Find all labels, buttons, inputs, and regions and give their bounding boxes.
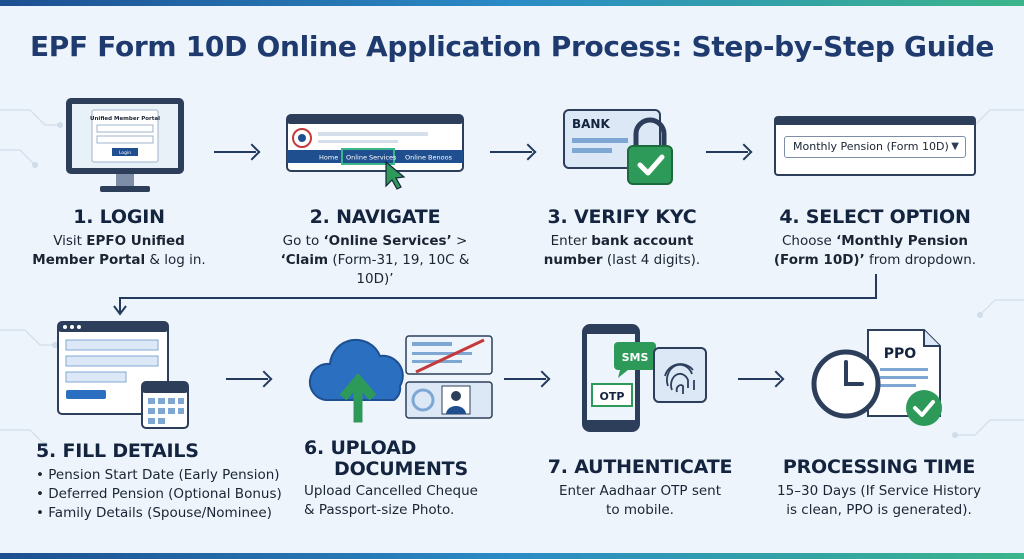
bank-label: BANK bbox=[572, 117, 610, 131]
portal-screen-title: Unified Member Portal bbox=[90, 116, 160, 122]
list-item: Family Details (Spouse/Nominee) bbox=[36, 504, 286, 523]
flow-arrow-5-6 bbox=[226, 378, 268, 380]
form-type-dropdown[interactable]: Monthly Pension (Form 10D) ▼ bbox=[784, 136, 966, 158]
cloud-upload-documents-icon bbox=[308, 335, 493, 423]
step-description: Choose ‘Monthly Pension(Form 10D)’ from … bbox=[773, 233, 977, 268]
bottom-gradient-bar bbox=[0, 553, 1024, 559]
flow-arrow-1-2 bbox=[214, 151, 256, 153]
ppo-label: PPO bbox=[884, 346, 917, 362]
browser-navigation-icon: Home Online Services Online Benoos bbox=[286, 114, 464, 190]
portal-login-button-text: Login bbox=[119, 150, 131, 156]
flow-arrow-2-3 bbox=[490, 151, 532, 153]
top-gradient-bar bbox=[0, 0, 1024, 6]
step-heading: 4. SELECT OPTION bbox=[779, 206, 971, 228]
step-heading: 7. AUTHENTICATE bbox=[547, 456, 733, 478]
nav-benefits-text: Online Benoos bbox=[405, 154, 453, 162]
phone-otp-fingerprint-icon: SMS OTP bbox=[582, 324, 707, 432]
step-navigate: 2. NAVIGATE Go to ‘Online Services’ >‘Cl… bbox=[260, 206, 490, 289]
flow-arrow-6-7 bbox=[504, 378, 546, 380]
clock-ppo-document-icon: PPO bbox=[811, 329, 942, 426]
row-connector-arrow bbox=[113, 274, 877, 316]
step-select-option: 4. SELECT OPTION Choose ‘Monthly Pension… bbox=[766, 206, 984, 270]
step-heading: 3. VERIFY KYC bbox=[547, 206, 697, 228]
detail-bullet-list: Pension Start Date (Early Pension) Defer… bbox=[36, 466, 286, 523]
step-processing-time: PROCESSING TIME 15–30 Days (If Service H… bbox=[768, 456, 990, 520]
list-item: Deferred Pension (Optional Bonus) bbox=[36, 485, 286, 504]
nav-online-services-text: Online Services bbox=[346, 154, 397, 162]
step-description: Go to ‘Online Services’ >‘Claim (Form-31… bbox=[280, 233, 470, 287]
nav-home-text: Home bbox=[319, 154, 338, 162]
flow-arrow-3-4 bbox=[706, 151, 748, 153]
page-title: EPF Form 10D Online Application Process:… bbox=[29, 30, 995, 63]
flow-arrow-7-8 bbox=[738, 378, 780, 380]
step-description: Upload Cancelled Cheque& Passport-size P… bbox=[304, 483, 478, 518]
step-heading: 5. FILL DETAILS bbox=[36, 440, 199, 462]
otp-label: OTP bbox=[600, 390, 625, 403]
sms-label: SMS bbox=[622, 351, 649, 364]
bank-card-lock-icon: BANK bbox=[563, 109, 673, 185]
list-item: Pension Start Date (Early Pension) bbox=[36, 466, 286, 485]
step-heading: 2. NAVIGATE bbox=[309, 206, 441, 228]
step-heading: PROCESSING TIME bbox=[782, 456, 976, 478]
dropdown-window: Monthly Pension (Form 10D) ▼ bbox=[774, 116, 976, 176]
step-heading: 1. LOGIN bbox=[73, 206, 165, 228]
step-fill-details: 5. FILL DETAILS Pension Start Date (Earl… bbox=[36, 440, 286, 523]
computer-monitor-icon: Unified Member Portal Login bbox=[66, 98, 184, 192]
form-calendar-icon bbox=[57, 321, 189, 429]
chevron-down-icon: ▼ bbox=[951, 141, 959, 152]
mouse-cursor-icon bbox=[385, 160, 406, 190]
dropdown-selected-value: Monthly Pension (Form 10D) bbox=[793, 140, 949, 153]
